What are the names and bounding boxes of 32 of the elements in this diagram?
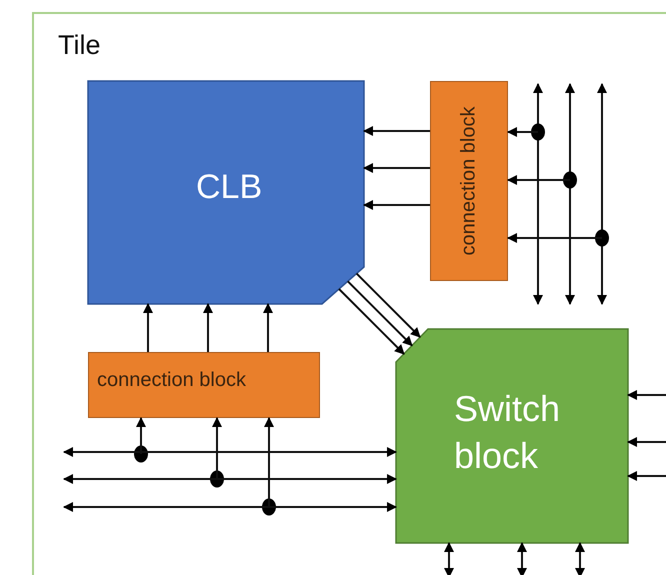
arrow [507, 175, 570, 185]
block-label: connection block [97, 369, 246, 392]
arrow [627, 471, 666, 481]
arrow [338, 288, 405, 355]
arrow [356, 272, 421, 338]
arrow [263, 303, 273, 352]
arrow [517, 542, 527, 575]
arrow [444, 542, 454, 575]
connection-block [88, 352, 320, 418]
arrow [63, 447, 397, 457]
tile-frame [32, 12, 666, 575]
connection-block [430, 81, 508, 281]
tile-title: Tile [58, 30, 101, 61]
arrow [575, 542, 585, 575]
arrow [264, 417, 274, 507]
block-label: connection block [458, 106, 480, 256]
arrow [627, 437, 666, 447]
arrow [63, 474, 397, 484]
arrow [363, 163, 430, 173]
arrow [347, 280, 413, 346]
arrow [363, 126, 430, 136]
arrow [507, 233, 602, 243]
block-label: CLB [196, 167, 264, 208]
arrow [143, 303, 153, 352]
arrow [507, 127, 538, 137]
arrow [203, 303, 213, 352]
arrow [363, 200, 430, 210]
arrow [212, 417, 222, 479]
arrow [136, 417, 146, 454]
arrow [63, 502, 397, 512]
block-label: Switch block [454, 387, 562, 478]
arrow [627, 390, 666, 400]
